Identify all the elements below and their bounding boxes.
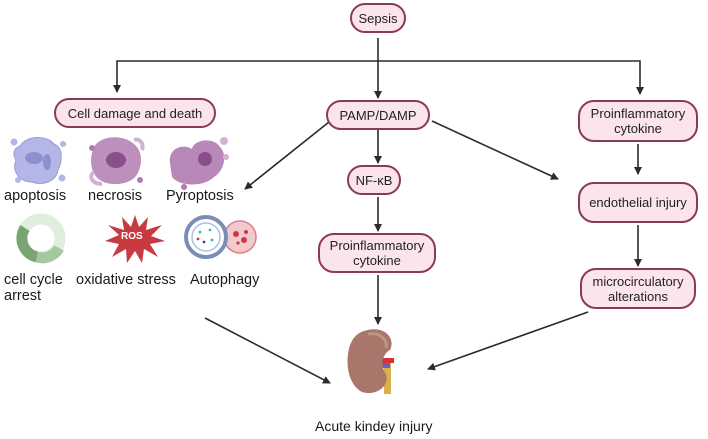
cell-cycle-arrest-icon <box>16 213 66 264</box>
arrow-pamp-to-endothelial <box>431 120 559 180</box>
arrow-sepsis-to-cell-damage <box>113 60 378 93</box>
node-nfkb: NF-κB <box>347 165 401 195</box>
necrosis-icon <box>89 137 145 186</box>
node-proinflam-center: Proinflammatory cytokine <box>318 233 436 273</box>
node-sepsis: Sepsis <box>350 3 406 33</box>
oxidative-stress-label: oxidative stress <box>76 272 176 288</box>
cell-cycle-arrest-label: cell cycle arrest <box>4 272 63 304</box>
outcome-label: Acute kindey injury <box>315 418 433 434</box>
arrow-cells-to-aki <box>204 317 331 384</box>
arrow-microcirc-to-aki <box>427 311 589 371</box>
arrow-pamp-to-pyroptosis <box>244 121 330 190</box>
pyroptosis-icon <box>169 137 229 190</box>
node-endothelial: endothelial injury <box>578 182 698 223</box>
apoptosis-icon <box>10 137 66 184</box>
arrow-sepsis-to-proinflam-right <box>378 60 644 95</box>
node-proinflam-right: Proinflammatory cytokine <box>578 100 698 142</box>
ros-label: ROS <box>121 231 143 242</box>
autophagy-label: Autophagy <box>190 272 260 288</box>
kidney-icon <box>347 329 394 394</box>
node-cell-damage: Cell damage and death <box>54 98 216 128</box>
pyroptosis-label: Pyroptosis <box>166 188 234 204</box>
autophagy-icon <box>184 215 257 259</box>
node-pamp-damp: PAMP/DAMP <box>326 100 430 130</box>
node-microcirc: microcirculatory alterations <box>580 268 696 309</box>
ros-starburst-icon <box>105 215 165 263</box>
necrosis-label: necrosis <box>88 188 142 204</box>
apoptosis-label: apoptosis <box>4 188 67 204</box>
